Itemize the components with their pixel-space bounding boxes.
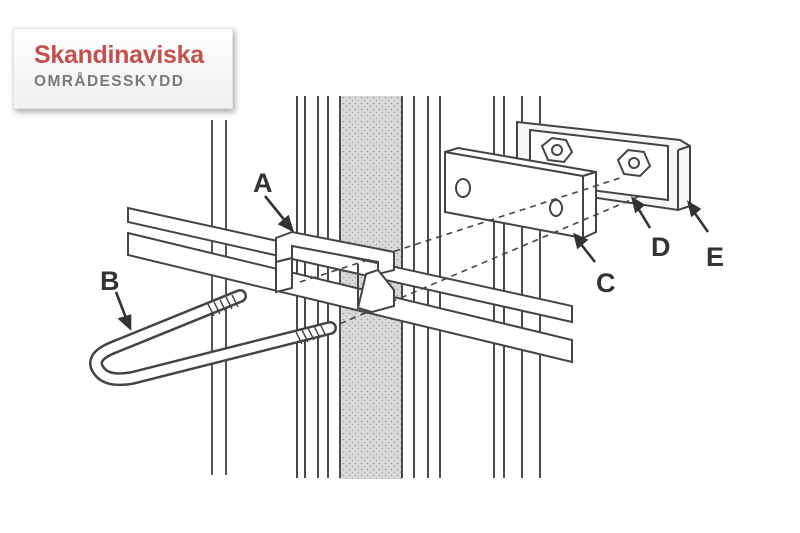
callout-d: D [651,232,671,262]
logo-subtitle: OMRÅDESSKYDD [34,73,185,90]
fence-rail [127,206,573,364]
callout-e: E [706,242,724,272]
callout-b: B [100,266,120,296]
callout-c: C [596,268,616,298]
u-bolt-b [89,289,337,387]
callout-arrows [114,195,710,331]
plate-c [444,146,597,240]
callout-a: A [253,168,273,198]
clamp-a [275,230,395,314]
logo: Skandinaviska OMRÅDESSKYDD [13,28,233,109]
nuts-d [540,136,652,178]
logo-name: Skandinaviska [34,41,204,69]
